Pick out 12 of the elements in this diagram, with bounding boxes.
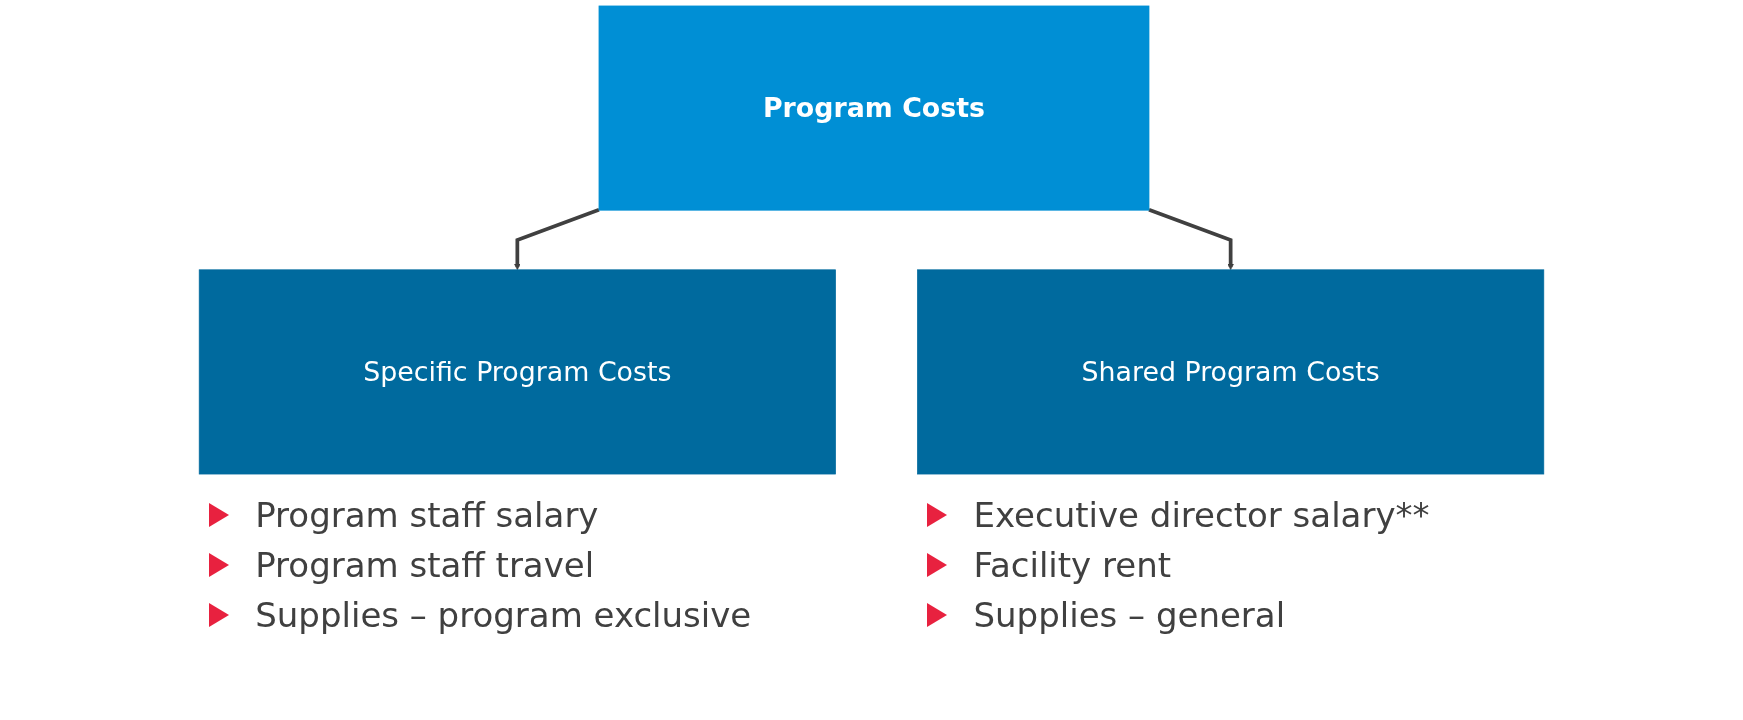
list-item-text: Executive director salary** <box>973 495 1430 535</box>
hierarchy-chart: Program Costs Specific Program Costs Shared Program Costs <box>0 0 1743 480</box>
node-box <box>198 269 836 475</box>
arrow <box>514 208 600 271</box>
list-item-text: Facility rent <box>973 545 1172 585</box>
list-item-text: Supplies – program exclusive <box>255 595 752 635</box>
list-item-text: Program staff travel <box>255 545 595 585</box>
node-box <box>917 269 1545 475</box>
arrow <box>1148 208 1234 271</box>
list-item-text: Supplies – general <box>973 595 1286 635</box>
list-item-text: Program staff salary <box>255 495 599 535</box>
node-box <box>598 5 1150 211</box>
